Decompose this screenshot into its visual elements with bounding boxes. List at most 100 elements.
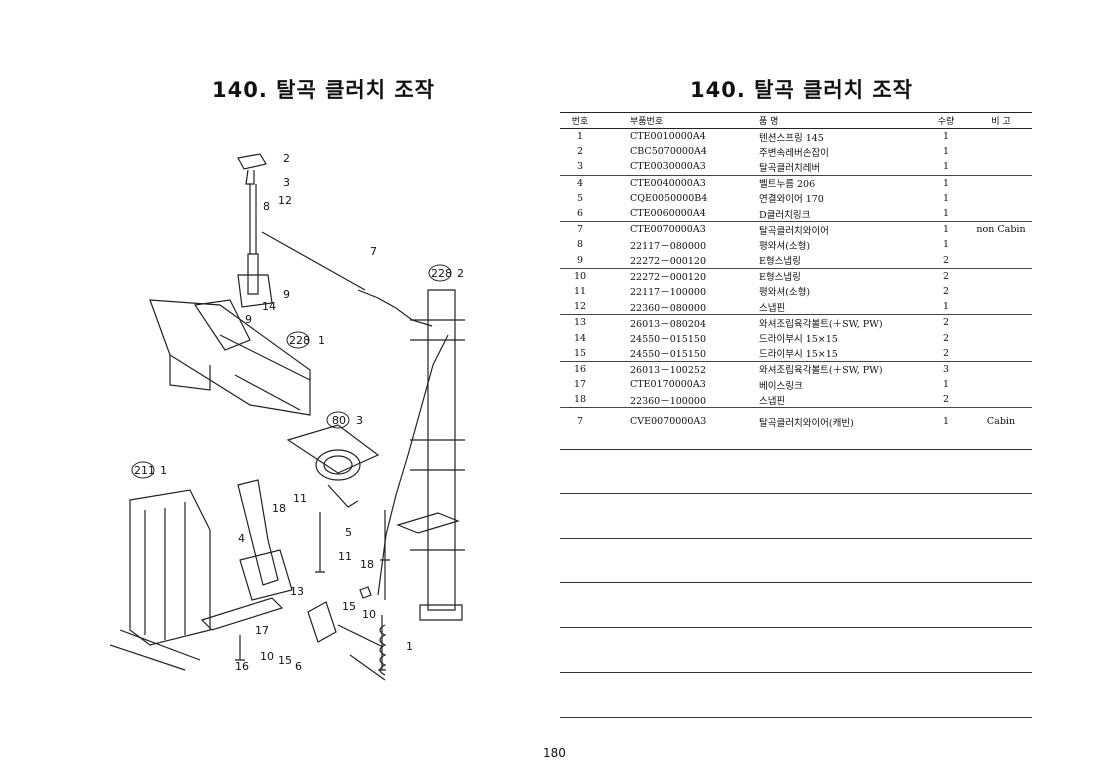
callout-11a: 11 [293, 492, 307, 505]
cell-part: CVE0070000A3 [600, 407, 747, 430]
cell-part: 26013－100252 [600, 360, 747, 377]
cell-qty: 2 [942, 332, 950, 344]
callout-11b: 11 [338, 550, 352, 563]
callout-4: 4 [238, 532, 245, 545]
blank-row-rule [560, 717, 1032, 718]
blank-row-rule [560, 449, 1032, 450]
callout-80: 80 [332, 414, 346, 427]
cell-no: 18 [573, 394, 587, 406]
cell-no: 7 [560, 407, 600, 430]
cell-no: 3 [576, 161, 584, 173]
cell-no: 13 [560, 314, 600, 331]
cell-name: 주변속레버손잡이 [759, 147, 829, 159]
cell-remark [970, 360, 1032, 377]
header-part-number: 부품번호 [600, 112, 747, 129]
cell-name: 와셔조립육각볼트(＋SW, PW) [747, 360, 922, 377]
callout-228b-sub: 1 [318, 334, 325, 347]
cell-part: 22360－100000 [630, 395, 706, 407]
cell-name: E형스냅링 [747, 267, 922, 284]
blank-row-rule [560, 493, 1032, 494]
cell-remark: non Cabin [970, 221, 1032, 238]
callout-13: 13 [290, 585, 304, 598]
cell-remark [970, 377, 1032, 392]
cell-name: 탈곡클러치와이어(캐빈) [747, 407, 922, 430]
cell-remark [970, 191, 1032, 206]
exploded-parts-diagram: 2 3 8 12 7 228 2 14 9 9 228 1 80 3 211 1… [110, 152, 465, 681]
callout-9a: 9 [283, 288, 290, 301]
blank-row-rule [560, 627, 1032, 628]
table-header-row: 번호 부품번호 품 명 수량 비 고 [560, 112, 1032, 129]
cell-part: CTE0030000A3 [630, 161, 706, 173]
blank-row-rule [560, 672, 1032, 673]
callout-12: 12 [278, 194, 292, 207]
cell-qty: 1 [922, 174, 970, 191]
header-no: 번호 [560, 112, 600, 129]
cell-no: 9 [576, 254, 584, 266]
cell-name: 탈곡클러치레버 [759, 162, 821, 174]
cell-part: CQE0050000B4 [630, 192, 708, 204]
cell-remark [970, 206, 1032, 222]
callout-228a-sub: 2 [457, 267, 464, 280]
cell-qty: 1 [942, 301, 950, 313]
cell-part: CTE0170000A3 [630, 379, 706, 391]
table-row: 5 CQE0050000B4 연결와이어 170 1 [560, 191, 1032, 206]
cell-remark [970, 253, 1032, 269]
cell-name: 탈곡클러치와이어 [747, 221, 922, 238]
callout-8: 8 [263, 200, 270, 213]
page-title-left: 140. 탈곡 클러치 조작 [212, 78, 435, 102]
header-remark: 비 고 [970, 112, 1032, 129]
blank-row-rule [560, 582, 1032, 583]
callout-228a: 228 [431, 267, 452, 280]
cell-remark [970, 299, 1032, 315]
cell-part: 22272－000120 [600, 267, 747, 284]
cell-qty: 1 [922, 221, 970, 238]
cell-remark [970, 174, 1032, 191]
callout-18b: 18 [360, 558, 374, 571]
cell-no: 15 [573, 347, 587, 359]
cell-part: CTE0040000A3 [600, 174, 747, 191]
cell-qty: 1 [942, 192, 950, 204]
cell-no: 14 [573, 332, 587, 344]
callout-6: 6 [295, 660, 302, 673]
cell-qty: 2 [942, 285, 950, 297]
cell-name: 연결와이어 170 [759, 194, 824, 206]
cell-part: 22117－100000 [630, 287, 706, 299]
cell-qty: 3 [922, 360, 970, 377]
callout-2: 2 [283, 152, 290, 165]
blank-row-rule [560, 538, 1032, 539]
cell-qty: 2 [942, 254, 950, 266]
callout-211: 211 [134, 464, 155, 477]
cell-remark [970, 144, 1032, 159]
callout-228b: 228 [289, 334, 310, 347]
cell-qty: 2 [922, 267, 970, 284]
cell-no: 1 [576, 131, 584, 143]
callout-1: 1 [406, 640, 413, 653]
callout-7: 7 [370, 245, 377, 258]
cell-qty: 1 [942, 239, 950, 251]
cell-name: 와셔조립육각볼트(＋SW, PW) [747, 314, 922, 331]
cell-no: 16 [560, 360, 600, 377]
callout-10a: 10 [362, 608, 376, 621]
cell-part: 24550－015150 [630, 349, 706, 361]
cell-qty: 2 [942, 394, 950, 406]
cell-qty: 1 [942, 208, 950, 220]
cell-remark [970, 314, 1032, 331]
cell-no: 5 [576, 192, 584, 204]
cell-name: 베이스링크 [759, 380, 803, 392]
callout-14: 14 [262, 300, 276, 313]
cell-no: 11 [573, 285, 587, 297]
cell-no: 17 [573, 379, 587, 391]
